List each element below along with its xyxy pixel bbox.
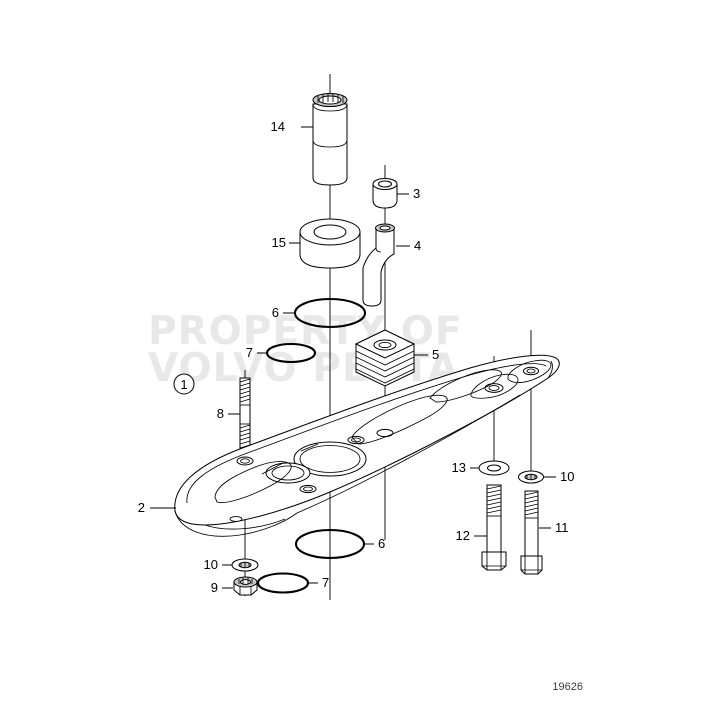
callout-1-label: 1 bbox=[180, 377, 187, 392]
callout-6-top: 6 bbox=[272, 305, 295, 320]
part-11-hex-bolt bbox=[520, 490, 543, 575]
part-10-washer-left bbox=[231, 558, 259, 572]
bolt-11-threads bbox=[524, 491, 539, 516]
callout-9: 9 bbox=[211, 580, 233, 595]
callout-6-bottom-label: 6 bbox=[378, 536, 385, 551]
callout-10-right-label: 10 bbox=[560, 469, 574, 484]
part-13-washer bbox=[478, 460, 510, 476]
part-5-finned-anode bbox=[354, 329, 416, 387]
callout-14: 14 bbox=[271, 119, 313, 134]
washer-right-knurl bbox=[526, 474, 536, 480]
watermark: PROPERTY OF VOLVO PENTA bbox=[148, 309, 462, 391]
part-2-housing-plate bbox=[174, 354, 560, 537]
callout-7-bottom-label: 7 bbox=[322, 575, 329, 590]
callout-8: 8 bbox=[217, 406, 240, 421]
callout-11: 11 bbox=[539, 520, 569, 535]
callout-12-label: 12 bbox=[456, 528, 470, 543]
part-8-threaded-stud bbox=[239, 377, 251, 451]
callout-5: 5 bbox=[414, 347, 439, 362]
callout-7-bottom: 7 bbox=[308, 575, 329, 590]
callout-6-top-label: 6 bbox=[272, 305, 279, 320]
part-9-hex-nut bbox=[233, 576, 258, 596]
callout-15: 15 bbox=[272, 235, 300, 250]
callout-6-bottom: 6 bbox=[364, 536, 385, 551]
part-14-bearing-sleeve bbox=[312, 93, 348, 186]
callout-4: 4 bbox=[396, 238, 421, 253]
callout-3: 3 bbox=[397, 186, 420, 201]
drawing-number: 19626 bbox=[552, 681, 583, 693]
anode-fins bbox=[355, 350, 415, 384]
part-12-hex-bolt-long bbox=[481, 484, 507, 571]
callout-10-left-label: 10 bbox=[204, 557, 218, 572]
callout-12: 12 bbox=[456, 528, 487, 543]
callout-4-label: 4 bbox=[414, 238, 421, 253]
callout-7-top-label: 7 bbox=[246, 345, 253, 360]
callout-13-label: 13 bbox=[452, 460, 466, 475]
callout-10-right: 10 bbox=[544, 469, 574, 484]
part-1-assembly-reference: 1 bbox=[173, 373, 195, 395]
callout-14-label: 14 bbox=[271, 119, 285, 134]
stud-thread-upper bbox=[239, 378, 251, 403]
callout-2-label: 2 bbox=[138, 500, 145, 515]
sleeve-top-knurl bbox=[317, 94, 344, 103]
callout-3-label: 3 bbox=[413, 186, 420, 201]
bolt-12-threads bbox=[486, 485, 502, 514]
callout-8-label: 8 bbox=[217, 406, 224, 421]
part-10-washer-right bbox=[518, 470, 544, 484]
callout-15-label: 15 bbox=[272, 235, 286, 250]
callout-11-label: 11 bbox=[555, 520, 569, 535]
part-15-spacer-ring bbox=[299, 218, 361, 269]
callout-5-label: 5 bbox=[432, 347, 439, 362]
callout-10-left: 10 bbox=[204, 557, 232, 572]
callout-13: 13 bbox=[452, 460, 479, 475]
part-7-o-ring-small-bottom bbox=[256, 572, 310, 594]
nut-knurl bbox=[238, 578, 253, 584]
callout-9-label: 9 bbox=[211, 580, 218, 595]
washer-left-knurl bbox=[240, 562, 250, 568]
part-4-offset-pipe bbox=[362, 223, 395, 307]
callout-7-top: 7 bbox=[246, 345, 267, 360]
part-3-bushing-small bbox=[372, 178, 398, 209]
callout-2: 2 bbox=[138, 500, 176, 515]
